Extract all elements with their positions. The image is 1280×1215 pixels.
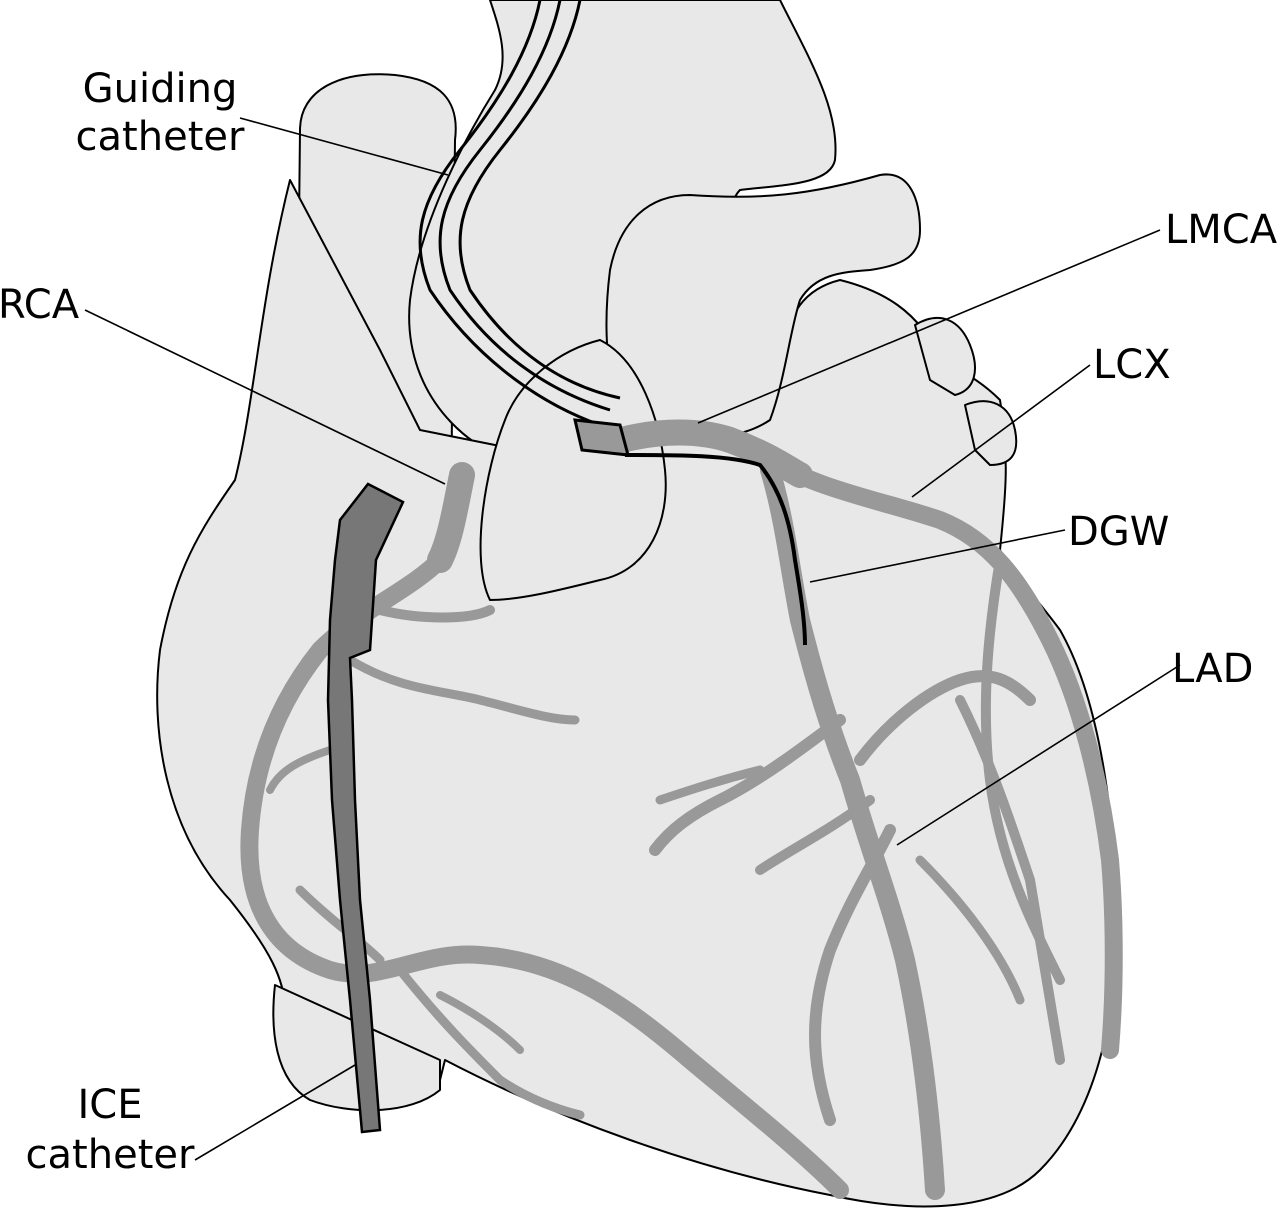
label-lmca: LMCA (1165, 207, 1278, 253)
dgw-wire (624, 453, 807, 646)
lad-branch-4 (854, 670, 1036, 766)
label-ice-catheter-line1: ICE (78, 1082, 143, 1128)
rca-branch-2 (345, 655, 580, 725)
lad-branch-2 (655, 765, 765, 805)
right-atrium (479, 339, 667, 601)
guiding-catheter-tip (573, 418, 631, 457)
left-atrium-lobe-upper (914, 316, 976, 396)
lad-branch-8 (915, 855, 1025, 1005)
label-rca: RCA (0, 282, 80, 328)
label-dgw: DGW (1068, 509, 1169, 555)
label-lad: LAD (1172, 646, 1253, 692)
leader-ice-catheter (194, 1064, 356, 1161)
leader-lcx (911, 364, 1091, 498)
leader-lmca (697, 229, 1161, 424)
leader-lad (896, 664, 1181, 846)
rca-branch-3 (266, 746, 334, 794)
rca-branch-1 (375, 605, 495, 623)
rca-branch-5 (395, 965, 585, 1120)
label-ice-catheter-line2: catheter (26, 1132, 195, 1178)
label-guiding-catheter-line1: Guiding (83, 66, 238, 112)
rca-branch-6 (436, 991, 524, 1054)
lad-vessel (760, 460, 945, 1200)
lad-branch-3 (755, 795, 875, 875)
label-lcx: LCX (1093, 342, 1171, 388)
ice-catheter (326, 482, 405, 1134)
lad-branch-7 (980, 555, 1065, 985)
rca-main (240, 551, 849, 1199)
lcx-vessel (761, 451, 1123, 1059)
coronary-vessels (240, 419, 1123, 1200)
guiding-catheter (418, 0, 631, 457)
lad-branch-5 (809, 824, 896, 1126)
lad-branch-1 (649, 714, 846, 856)
leader-rca (84, 309, 446, 485)
heart-body (156, 179, 1117, 1208)
leader-dgw (809, 529, 1066, 583)
leader-guiding-catheter (239, 117, 449, 176)
label-guiding-catheter-line2: catheter (76, 114, 245, 160)
